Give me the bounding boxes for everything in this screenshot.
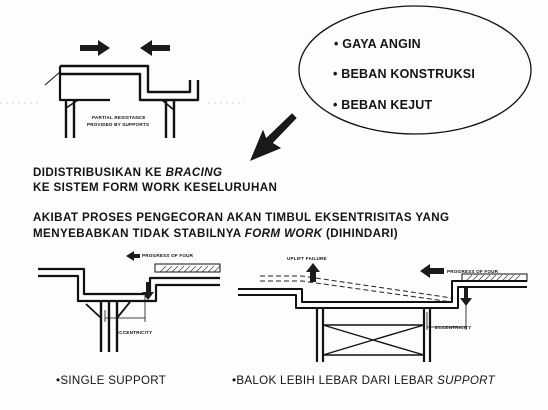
figure2-progress-label: PROGRESS OF FOUR — [142, 253, 194, 258]
eccentricity-note-line2: MENYEBABKAN TIDAK STABILNYA FORM WORK (D… — [33, 227, 398, 240]
distribution-line1: DIDISTRIBUSIKAN KE BRACING — [33, 166, 222, 179]
wide-beam-caption-italic: SUPPORT — [437, 374, 496, 387]
wind-arrow-right — [140, 40, 170, 56]
load-item: • BEBAN KONSTRUKSI — [333, 67, 476, 81]
eccentricity-note-prefix: MENYEBABKAN TIDAK STABILNYA — [33, 227, 245, 240]
distribution-arrow-icon — [250, 113, 297, 161]
eccentricity-note-suffix: (DIHINDARI) — [322, 227, 399, 240]
figure3-progress-label: PROGRESS OF FOUR — [447, 269, 499, 274]
distribution-line2: KE SISTEM FORM WORK KESELURUHAN — [33, 181, 278, 194]
load-item: • GAYA ANGIN — [334, 37, 421, 51]
figure3-uplift-label: UPLIFT FAILURE — [287, 256, 327, 261]
single-support-caption: •SINGLE SUPPORT — [56, 374, 167, 387]
figure1-label-line1: PARTIAL RESISTANCE — [92, 115, 146, 120]
wind-arrow-left — [80, 40, 110, 56]
load-item: • BEBAN KEJUT — [333, 98, 433, 112]
distribution-italic: BRACING — [165, 166, 223, 179]
wide-beam-caption-prefix: •BALOK LEBIH LEBAR DARI LEBAR — [232, 374, 438, 387]
figure2-eccentricity-label: ECCENTRICITY — [116, 330, 153, 335]
figure1-label-line2: PROVIDED BY SUPPORTS — [87, 122, 150, 127]
figure3-eccentricity-label: ECCENTRICITY — [435, 325, 472, 330]
eccentricity-note-line1: AKIBAT PROSES PENGECORAN AKAN TIMBUL EKS… — [33, 211, 450, 224]
eccentricity-note-italic: FORM WORK — [244, 227, 323, 240]
distribution-prefix: DIDISTRIBUSIKAN KE — [33, 166, 166, 179]
wide-beam-caption: •BALOK LEBIH LEBAR DARI LEBAR SUPPORT — [232, 374, 495, 387]
